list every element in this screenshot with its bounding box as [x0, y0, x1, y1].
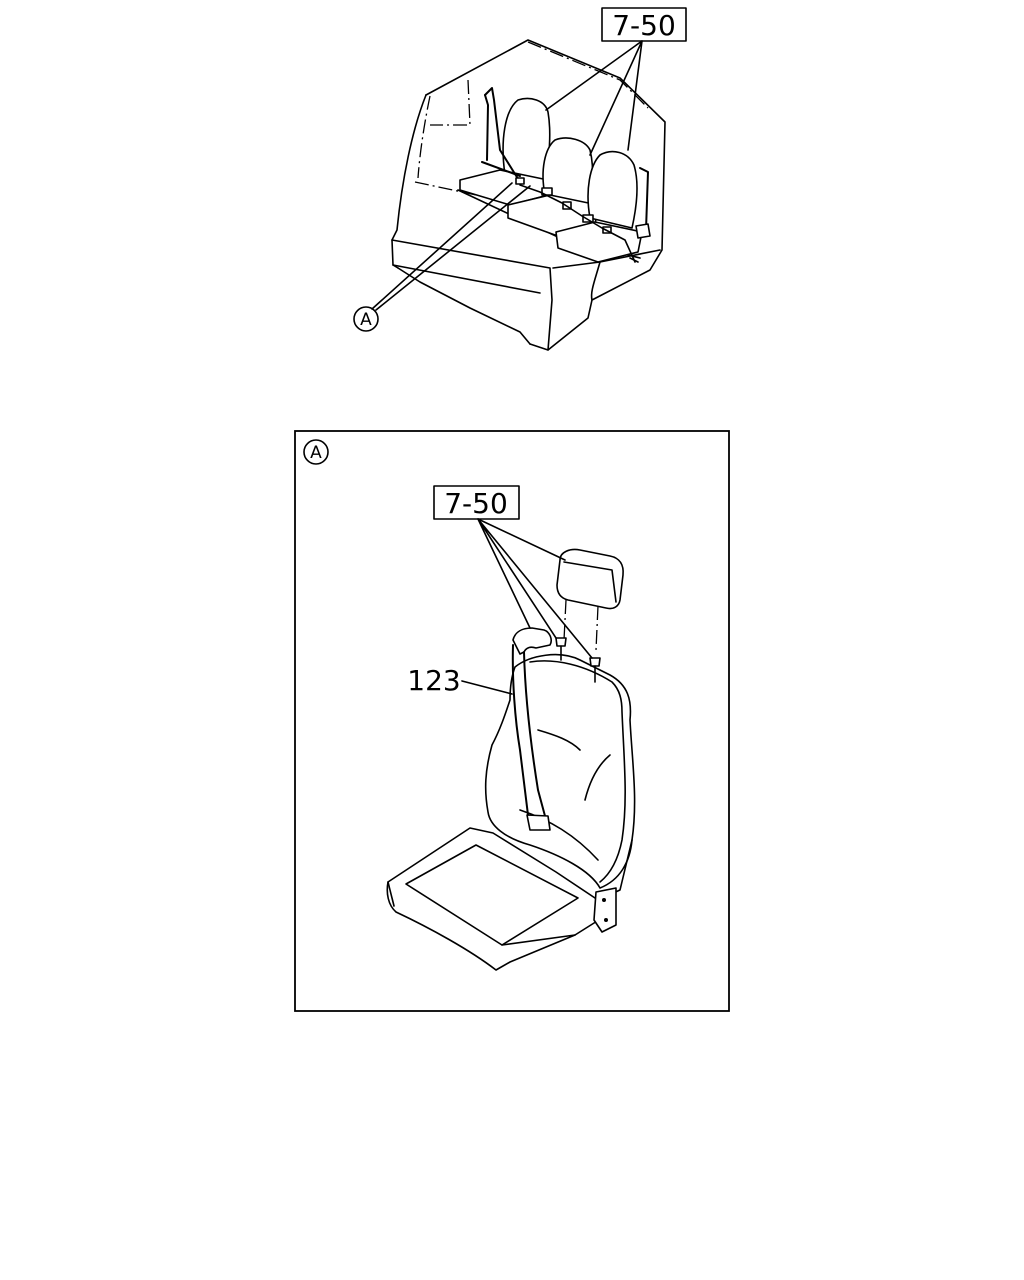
seatbelt-123: [511, 627, 552, 831]
detail-ref-leader: [477, 518, 593, 659]
part-number-label: 123: [407, 664, 460, 697]
detail-callout-circle: [303, 439, 329, 465]
overview-ref-leader: [545, 40, 643, 156]
part-label-group: 123: [407, 664, 513, 697]
detail-ref-box: [433, 485, 520, 520]
overview-ref-label: 7-50: [612, 9, 676, 42]
cab-overview: [391, 39, 666, 351]
overview-callout-leader: [371, 182, 531, 311]
overview-callout-circle: [353, 306, 379, 332]
detail-callout-label: A: [310, 443, 322, 463]
headrest: [555, 548, 624, 683]
seat-cushion: [386, 827, 603, 971]
detail-ref-label-group: 7-50: [433, 485, 593, 659]
detail-ref-label: 7-50: [444, 487, 508, 520]
overview-ref-box: [601, 7, 687, 42]
overview-ref-label-group: 7-50: [545, 7, 687, 156]
detail-view: A: [294, 430, 730, 1012]
seat-back: [484, 653, 636, 933]
overview-callout-group: A: [353, 182, 531, 332]
part-number-leader: [461, 680, 513, 695]
detail-frame: [294, 430, 730, 1012]
overview-callout-label: A: [360, 310, 372, 330]
